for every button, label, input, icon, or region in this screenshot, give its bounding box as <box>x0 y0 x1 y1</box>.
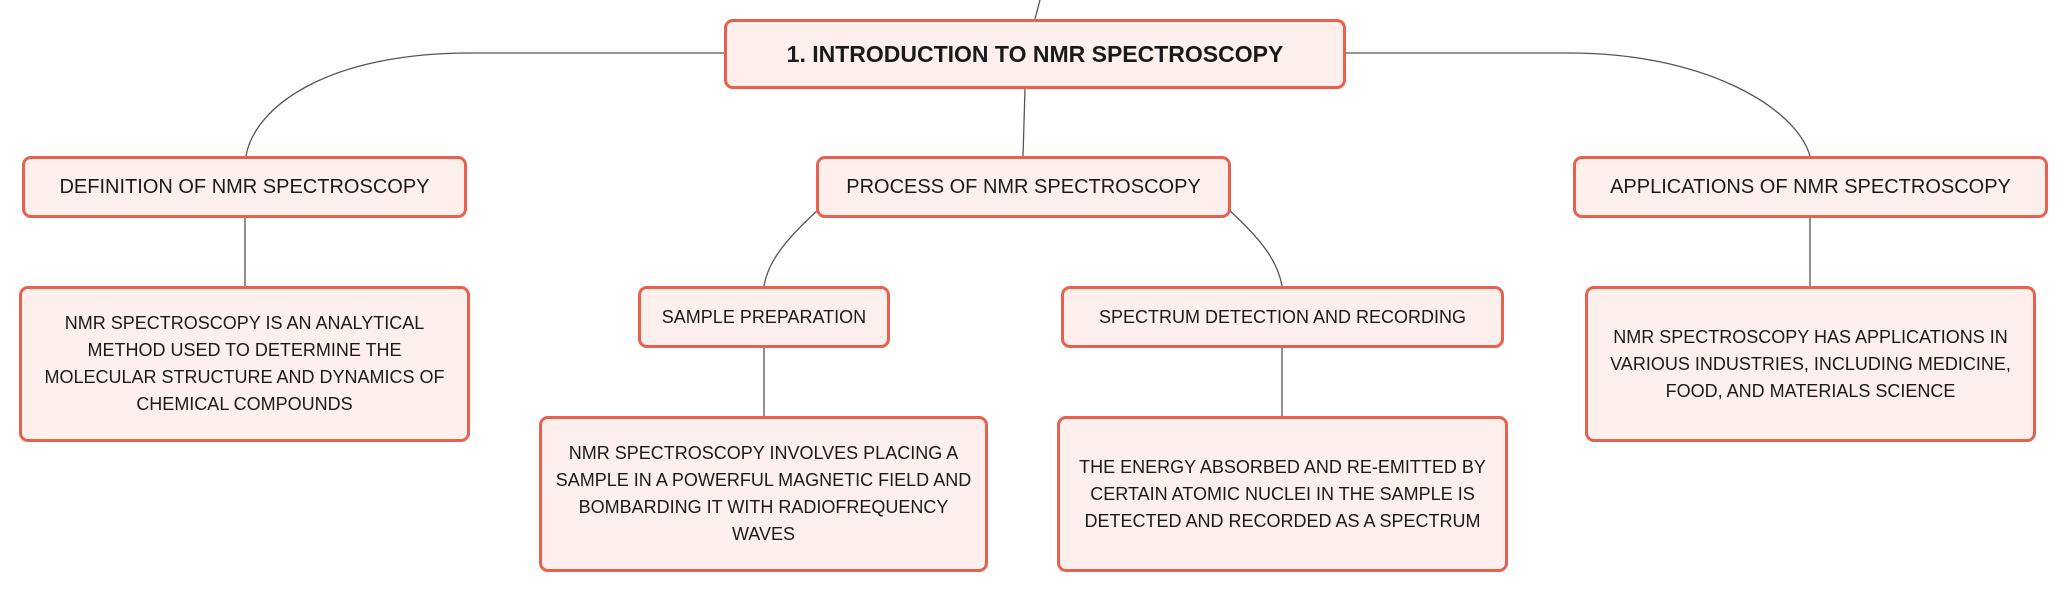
sample-preparation-description-node[interactable]: NMR SPECTROSCOPY INVOLVES PLACING A SAMP… <box>539 416 988 572</box>
process-node[interactable]: PROCESS OF NMR SPECTROSCOPY <box>816 156 1231 218</box>
connector-process-to-sample <box>763 209 819 287</box>
sample-preparation-node[interactable]: SAMPLE PREPARATION <box>638 286 890 348</box>
sample-preparation-description-text: NMR SPECTROSCOPY INVOLVES PLACING A SAMP… <box>555 443 972 544</box>
root-node-label: 1. INTRODUCTION TO NMR SPECTROSCOPY <box>786 40 1284 67</box>
definition-node-label: DEFINITION OF NMR SPECTROSCOPY <box>59 175 430 198</box>
connector-root-to-applications <box>1346 52 1811 157</box>
connector-process-to-spectrum <box>1228 209 1283 287</box>
connector-parent-to-root <box>1034 0 1041 20</box>
connector-root-to-definition <box>245 52 724 157</box>
spectrum-detection-node[interactable]: SPECTRUM DETECTION AND RECORDING <box>1061 286 1504 348</box>
sample-preparation-node-label: SAMPLE PREPARATION <box>661 306 867 327</box>
applications-description-text: NMR SPECTROSCOPY HAS APPLICATIONS IN VAR… <box>1610 326 2011 401</box>
definition-description-text: NMR SPECTROSCOPY IS AN ANALYTICAL METHOD… <box>44 313 445 414</box>
definition-description-node[interactable]: NMR SPECTROSCOPY IS AN ANALYTICAL METHOD… <box>19 286 470 442</box>
applications-description-node[interactable]: NMR SPECTROSCOPY HAS APPLICATIONS IN VAR… <box>1585 286 2036 442</box>
spectrum-detection-node-label: SPECTRUM DETECTION AND RECORDING <box>1098 306 1467 327</box>
connector-root-to-process <box>1022 88 1026 157</box>
applications-node[interactable]: APPLICATIONS OF NMR SPECTROSCOPY <box>1573 156 2048 218</box>
root-node[interactable]: 1. INTRODUCTION TO NMR SPECTROSCOPY <box>724 19 1346 89</box>
applications-node-label: APPLICATIONS OF NMR SPECTROSCOPY <box>1610 175 2011 198</box>
spectrum-detection-description-text: THE ENERGY ABSORBED AND RE-EMITTED BY CE… <box>1079 456 1486 531</box>
spectrum-detection-description-node[interactable]: THE ENERGY ABSORBED AND RE-EMITTED BY CE… <box>1057 416 1508 572</box>
process-node-label: PROCESS OF NMR SPECTROSCOPY <box>846 175 1201 198</box>
definition-node[interactable]: DEFINITION OF NMR SPECTROSCOPY <box>22 156 467 218</box>
